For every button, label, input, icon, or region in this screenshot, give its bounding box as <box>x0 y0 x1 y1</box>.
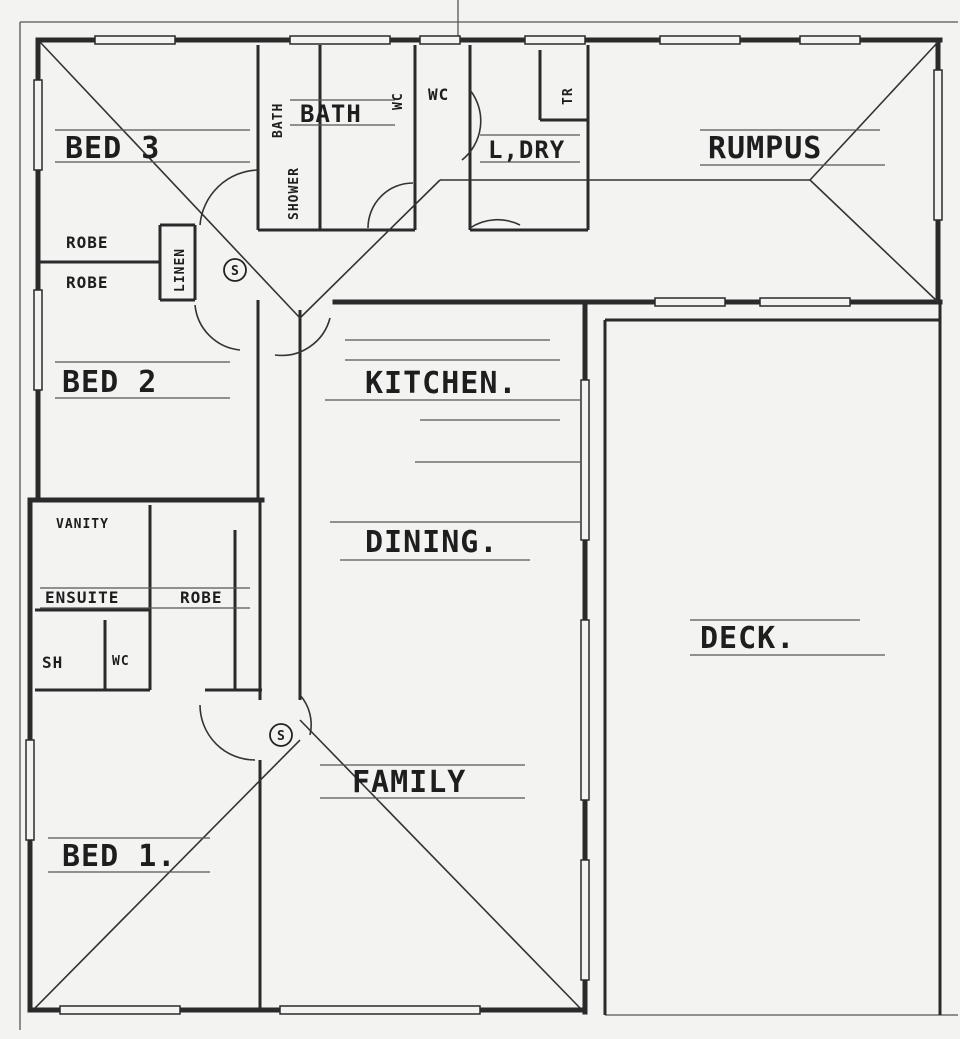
windows <box>25 35 943 1015</box>
room-labels: BED 3 BATH BATH SHOWER WC WC L,DRY TR RU… <box>42 85 822 874</box>
deck-outline <box>603 302 942 1015</box>
label-dining: DINING. <box>365 525 498 560</box>
label-robe-upper: ROBE <box>66 233 109 252</box>
label-robe-ensuite: ROBE <box>180 588 223 607</box>
label-bed3: BED 3 <box>65 131 160 166</box>
label-deck: DECK. <box>700 621 795 656</box>
label-bed2: BED 2 <box>62 365 157 400</box>
label-linen: LINEN <box>173 248 188 292</box>
sheet-border <box>19 0 958 1030</box>
label-smoke-lower: S <box>277 729 286 744</box>
label-ensuite: ENSUITE <box>45 588 119 607</box>
smoke-detector-upper <box>223 258 247 282</box>
label-family: FAMILY <box>352 765 466 800</box>
label-shower: SHOWER <box>287 167 302 220</box>
label-wc-ensuite: WC <box>112 654 130 669</box>
label-bed1: BED 1. <box>62 839 176 874</box>
label-wc-symbol: WC <box>428 85 449 104</box>
sketch-guides <box>40 99 885 873</box>
label-smoke-upper: S <box>231 264 240 279</box>
label-bath-side: BATH <box>271 103 286 138</box>
interior-walls <box>32 45 590 1010</box>
smoke-detector-lower <box>269 723 293 747</box>
label-rumpus: RUMPUS <box>708 131 822 166</box>
label-robe-lower: ROBE <box>66 273 109 292</box>
roof-hip-lines <box>34 41 939 1009</box>
label-sh: SH <box>42 653 63 672</box>
label-bath: BATH <box>300 100 362 128</box>
label-kitchen: KITCHEN. <box>365 366 518 401</box>
label-vanity: VANITY <box>56 517 109 532</box>
label-wc: WC <box>391 92 406 110</box>
label-tr: TR <box>561 87 576 105</box>
label-laundry: L,DRY <box>488 136 565 164</box>
